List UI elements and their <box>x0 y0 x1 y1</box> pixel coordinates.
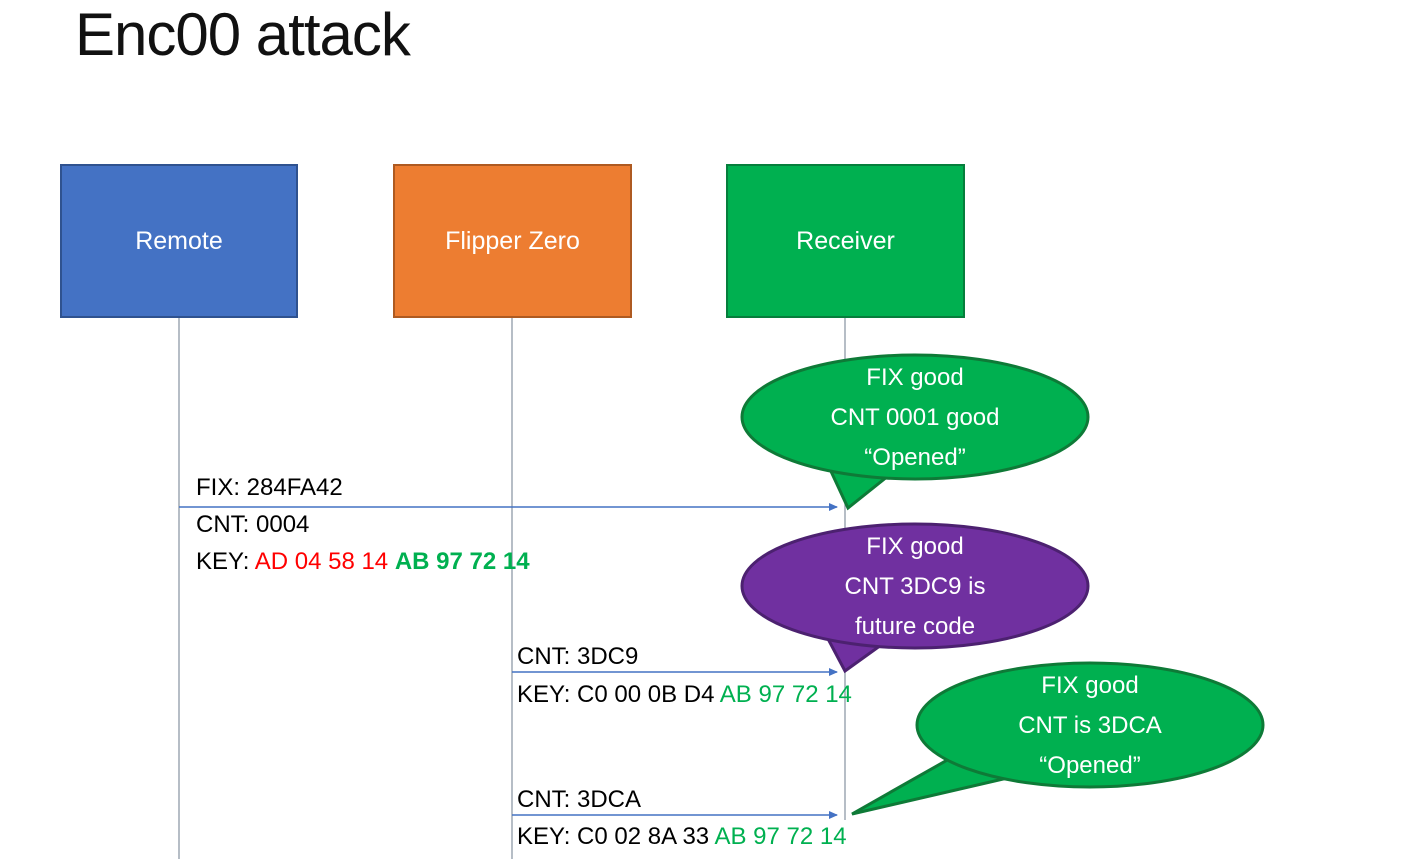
actor-flipper-zero: Flipper Zero <box>393 164 632 318</box>
message2-key-green-bytes: AB 97 72 14 <box>719 681 852 708</box>
message3-key-label: KEY: C0 02 8A 33 AB 97 72 14 <box>517 823 847 851</box>
actor-flipper-zero-label: Flipper Zero <box>445 226 580 255</box>
bubble1-line1: FIX good <box>866 364 964 391</box>
message2-key-label: KEY: C0 00 0B D4 AB 97 72 14 <box>517 681 852 709</box>
message1-fix-label: FIX: 284FA42 <box>196 474 343 501</box>
bubble2-line3: future code <box>854 613 976 640</box>
actor-remote: Remote <box>60 164 298 318</box>
bubble1-line2: CNT 0001 good <box>830 404 1000 431</box>
bubble3-line2: CNT is 3DCA <box>1018 712 1162 739</box>
message3-key-green-bytes: AB 97 72 14 <box>714 823 847 850</box>
bubble3-text: FIX good CNT is 3DCA “Opened” <box>925 666 1255 786</box>
message1-key-green-bytes: AB 97 72 14 <box>394 548 530 575</box>
message3-cnt-label: CNT: 3DCA <box>517 786 642 813</box>
actor-receiver: Receiver <box>726 164 965 318</box>
message3-key-prefix: KEY: C0 02 8A 33 <box>517 823 715 850</box>
bubble3-line1: FIX good <box>1041 672 1139 699</box>
message1-cnt-label: CNT: 0004 <box>196 511 310 538</box>
bubble1-text: FIX good CNT 0001 good “Opened” <box>750 358 1080 478</box>
message2-key-prefix: KEY: C0 00 0B D4 <box>517 681 720 708</box>
page-title: Enc00 attack <box>75 1 411 68</box>
message1-key-red-bytes: AD 04 58 14 <box>254 548 395 575</box>
bubble3-line3: “Opened” <box>1039 752 1141 779</box>
bubble2-text: FIX good CNT 3DC9 is future code <box>750 527 1080 647</box>
bubble2-line1: FIX good <box>866 533 964 560</box>
actor-receiver-label: Receiver <box>796 226 895 255</box>
message1-key-label: KEY: AD 04 58 14 AB 97 72 14 <box>196 548 530 576</box>
actor-remote-label: Remote <box>135 226 223 255</box>
bubble2-line2: CNT 3DC9 is <box>844 573 986 600</box>
bubble1-line3: “Opened” <box>864 444 966 471</box>
message1-key-prefix: KEY: <box>196 548 255 575</box>
message2-cnt-label: CNT: 3DC9 <box>517 643 639 670</box>
